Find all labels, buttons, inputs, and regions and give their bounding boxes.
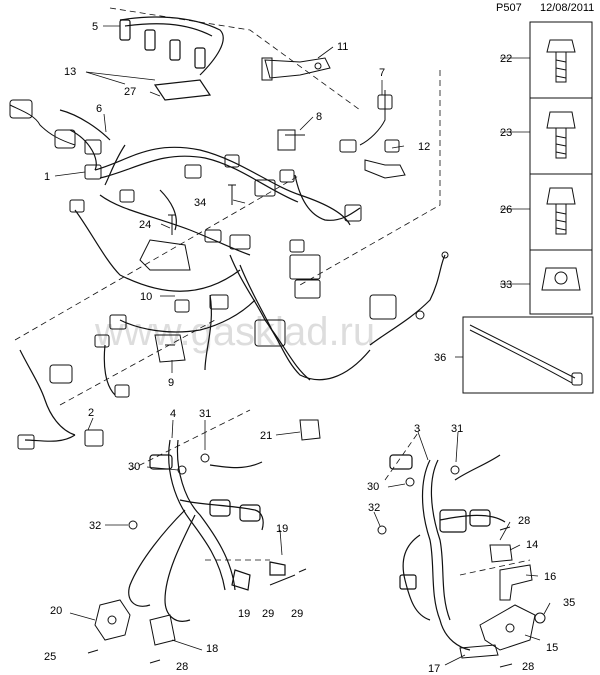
main-engine-harness (19, 109, 446, 442)
callout-8: 8 (316, 111, 322, 123)
callout-23: 23 (500, 127, 512, 139)
bracket-15 (479, 604, 536, 651)
callout-20: 20 (50, 605, 62, 617)
callout-18: 18 (206, 643, 218, 655)
callout-29-a: 29 (262, 608, 274, 620)
bracket-15-hole (505, 623, 515, 633)
callout-19-top: 19 (276, 523, 288, 535)
callout-3: 3 (414, 423, 420, 435)
bracket-17 (459, 644, 499, 659)
fastener-box-33 (529, 249, 593, 315)
callout-5: 5 (92, 21, 98, 33)
bracket-20 (94, 599, 131, 641)
callout-10: 10 (140, 291, 152, 303)
callout-31-right: 31 (451, 423, 463, 435)
callout-28-right: 28 (522, 661, 534, 673)
page-date: 12/08/2011 (540, 2, 595, 14)
battery-harness-3 (389, 454, 506, 651)
small-fasteners (87, 453, 513, 668)
sensor-7 (339, 90, 406, 179)
callout-27: 27 (124, 86, 136, 98)
callout-28-left: 28 (176, 661, 188, 673)
bracket-14 (489, 544, 513, 563)
cable-tie-box (462, 316, 594, 394)
bracket-10 (139, 239, 191, 271)
callout-labels: 5 11 13 27 7 6 8 12 1 34 24 10 9 2 22 23… (44, 21, 575, 675)
callout-30-right: 30 (367, 481, 379, 493)
callout-25: 25 (44, 651, 56, 663)
callout-15: 15 (546, 642, 558, 654)
sensor-harness-6 (9, 99, 102, 155)
bracket-18 (149, 614, 176, 646)
callout-36: 36 (434, 352, 446, 364)
bracket-16 (499, 564, 533, 601)
callout-13: 13 (64, 66, 76, 78)
injector-harness (119, 16, 224, 101)
fastener-box-23 (529, 97, 593, 175)
callout-34: 34 (194, 197, 206, 209)
callout-35: 35 (563, 597, 575, 609)
fastener-box-26 (529, 173, 593, 251)
dashed-assembly-lines (14, 7, 531, 576)
callout-11: 11 (337, 41, 348, 53)
callout-31-left: 31 (199, 408, 211, 420)
callout-26: 26 (500, 204, 512, 216)
callout-17: 17 (428, 663, 440, 675)
callout-32-right: 32 (368, 502, 380, 514)
nut-35 (534, 612, 546, 624)
callout-6: 6 (96, 103, 102, 115)
screw-24 (168, 214, 176, 235)
callout-2: 2 (88, 407, 94, 419)
leader-lines (54, 25, 551, 666)
callout-9: 9 (168, 377, 174, 389)
battery-harness-4 (128, 439, 286, 622)
clip-21 (299, 419, 321, 441)
callout-22: 22 (500, 53, 512, 65)
callout-16: 16 (544, 571, 556, 583)
callout-29-b: 29 (291, 608, 303, 620)
screw-34 (228, 184, 236, 205)
callout-14: 14 (526, 539, 538, 551)
bracket-11 (261, 57, 331, 81)
callout-21: 21 (260, 430, 272, 442)
harness-connectors (17, 154, 449, 450)
callout-32-left: 32 (89, 520, 101, 532)
bracket-20-hole (107, 615, 117, 625)
bracket-9 (154, 334, 186, 363)
callout-19-bottom: 19 (238, 608, 250, 620)
callout-30-left: 30 (128, 461, 140, 473)
watermark: www.gasklad.ru (94, 310, 375, 354)
bracket-8 (277, 129, 305, 151)
callout-24: 24 (139, 219, 151, 231)
fastener-box-22 (529, 21, 593, 99)
callout-12: 12 (418, 141, 430, 153)
callout-28-mid: 28 (518, 515, 530, 527)
callout-1: 1 (44, 171, 50, 183)
callout-4: 4 (170, 408, 176, 420)
page-code: P507 (496, 2, 522, 14)
callout-33: 33 (500, 279, 512, 291)
callout-7: 7 (379, 67, 385, 79)
